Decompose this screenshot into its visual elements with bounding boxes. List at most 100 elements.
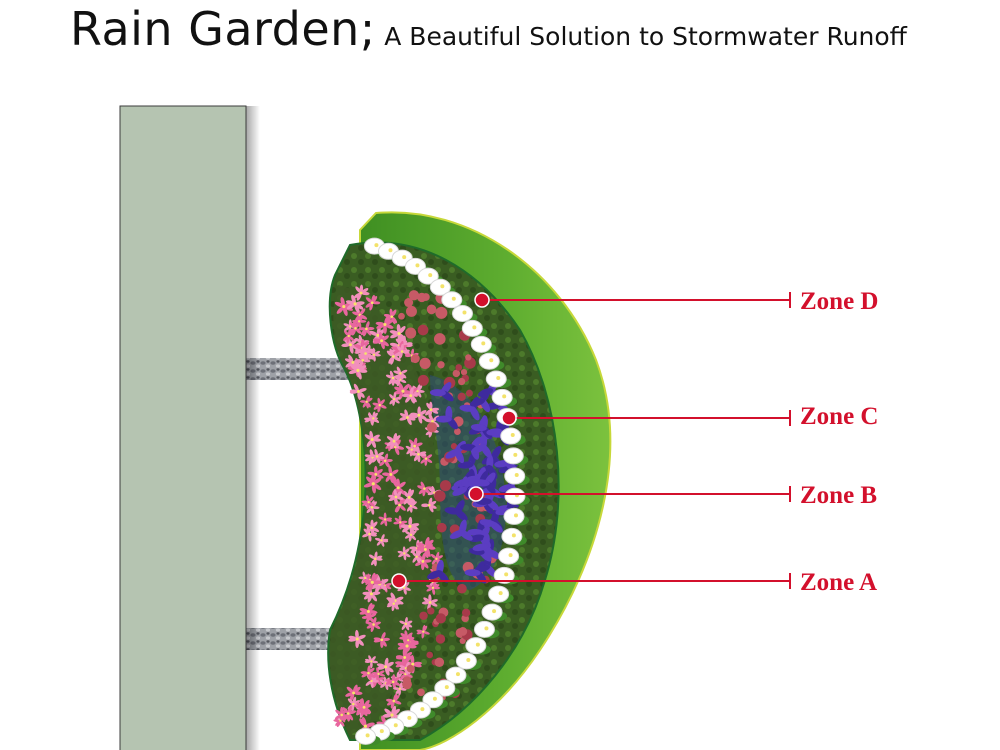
red-sedum-icon [417, 292, 427, 303]
pink-star-flower-icon [392, 478, 406, 497]
red-sedum-icon [406, 664, 415, 673]
pink-star-flower-icon [369, 448, 385, 464]
pink-star-flower-icon [345, 684, 363, 702]
iris-flower-icon [429, 382, 454, 402]
red-sedum-icon [417, 374, 429, 386]
red-sedum-icon [459, 637, 466, 645]
title-subtitle: A Beautiful Solution to Stormwater Runof… [384, 22, 907, 51]
pink-star-flower-icon [386, 348, 402, 365]
iris-flower-icon [471, 433, 492, 458]
red-sedum-icon [460, 368, 468, 376]
calla-lily-icon [500, 427, 526, 446]
red-sedum-icon [436, 522, 447, 533]
pink-star-flower-icon [372, 332, 389, 350]
red-sedum-icon [465, 354, 472, 361]
iris-flower-icon [444, 500, 468, 521]
red-sedum-icon [454, 428, 461, 435]
red-sedum-icon [398, 312, 405, 320]
iris-flower-icon [435, 406, 458, 430]
callout-zone-c: Zone C [501, 403, 878, 430]
calla-lily-icon [504, 487, 530, 506]
zone-c-label: Zone C [800, 403, 878, 430]
iris-flower-icon [472, 533, 494, 558]
red-sedum-icon [402, 679, 412, 690]
calla-lily-icon [501, 527, 527, 546]
callout-zone-d: Zone D [474, 288, 878, 315]
callout-dot-zone-b [468, 486, 484, 502]
red-sedum-icon [435, 613, 446, 624]
calla-lily-icon [498, 547, 524, 566]
calla-lily-icon [485, 370, 512, 388]
pink-star-flower-icon [352, 314, 367, 329]
red-sedum-icon [405, 327, 417, 339]
red-sedum-icon [426, 304, 437, 315]
pink-star-flower-icon [345, 294, 365, 313]
red-sedum-icon [452, 369, 461, 378]
iris-flower-icon [470, 415, 493, 439]
pink-star-flower-icon [343, 328, 355, 344]
pink-star-flower-icon [365, 294, 381, 311]
pink-star-flower-icon [359, 395, 373, 409]
iris-flower-icon [479, 511, 503, 533]
pink-star-flower-icon [388, 489, 404, 505]
pink-star-flower-icon [389, 323, 406, 344]
red-sedum-icon [461, 608, 471, 617]
red-sedum-icon [457, 392, 466, 401]
calla-lily-flowers [355, 237, 530, 746]
iris-flower-icon [469, 389, 491, 413]
pink-star-flower-icon [385, 674, 401, 690]
pink-star-flower-icon [400, 516, 420, 536]
pink-star-flower-icon [376, 657, 394, 676]
pink-star-flower-icon [426, 580, 441, 595]
pink-star-flower-icon [411, 550, 423, 564]
pink-star-flower-icon [425, 401, 440, 418]
calla-lily-icon [488, 585, 514, 604]
pink-star-flower-icon [356, 699, 372, 716]
pink-star-flower-icon [358, 345, 373, 362]
pink-star-flower-icon [401, 634, 415, 647]
pink-star-flower-icon [416, 624, 430, 639]
calla-lily-icon [504, 467, 530, 486]
pink-star-flower-icon [361, 495, 375, 510]
red-sedum-icon [419, 357, 431, 369]
red-sedum-icon [458, 627, 468, 636]
calla-lily-icon [455, 652, 482, 670]
pink-star-flower-icon [382, 465, 399, 484]
pink-star-flower-icon [393, 366, 408, 381]
pink-star-flower-icon [349, 383, 367, 401]
pink-star-flower-icon [420, 452, 433, 466]
zone-d-label: Zone D [800, 288, 878, 315]
pink-star-flower-icon [421, 497, 437, 513]
building-wall [119, 105, 247, 750]
red-sedum-icon [439, 480, 452, 492]
pink-star-flower-icon [405, 442, 419, 457]
calla-lily-icon [493, 566, 520, 585]
pink-star-flower-icon [395, 343, 410, 359]
callout-dot-zone-c [501, 410, 517, 426]
pink-star-flower-icon [375, 315, 394, 334]
iris-flower-icon [427, 559, 449, 583]
pink-star-flower-icon [373, 632, 390, 649]
pink-star-flower-icon [386, 596, 402, 612]
pink-star-flower-icon [399, 616, 413, 631]
calla-lily-icon [491, 388, 518, 407]
pink-star-flower-icon [348, 360, 368, 380]
red-sedum-icon [410, 354, 420, 364]
red-sedum-icon [426, 422, 438, 433]
red-sedum-icon [417, 688, 425, 697]
red-sedum-icon [404, 298, 414, 308]
red-sedum-icon [455, 364, 463, 371]
red-sedum-icon [465, 389, 473, 397]
red-sedum-icon [434, 490, 446, 502]
pink-star-flower-icon [374, 534, 389, 547]
red-sedum-icon [417, 324, 429, 336]
pink-star-flower-icon [378, 512, 393, 527]
pink-star-flower-icon [364, 519, 380, 536]
calla-lily-icon [478, 352, 505, 371]
pink-star-flower-icon [360, 665, 376, 681]
red-sedum-icon [435, 634, 446, 644]
red-sedum-icon [426, 651, 434, 659]
pink-star-flower-icon [371, 667, 385, 681]
red-sedum-icon [427, 607, 435, 615]
